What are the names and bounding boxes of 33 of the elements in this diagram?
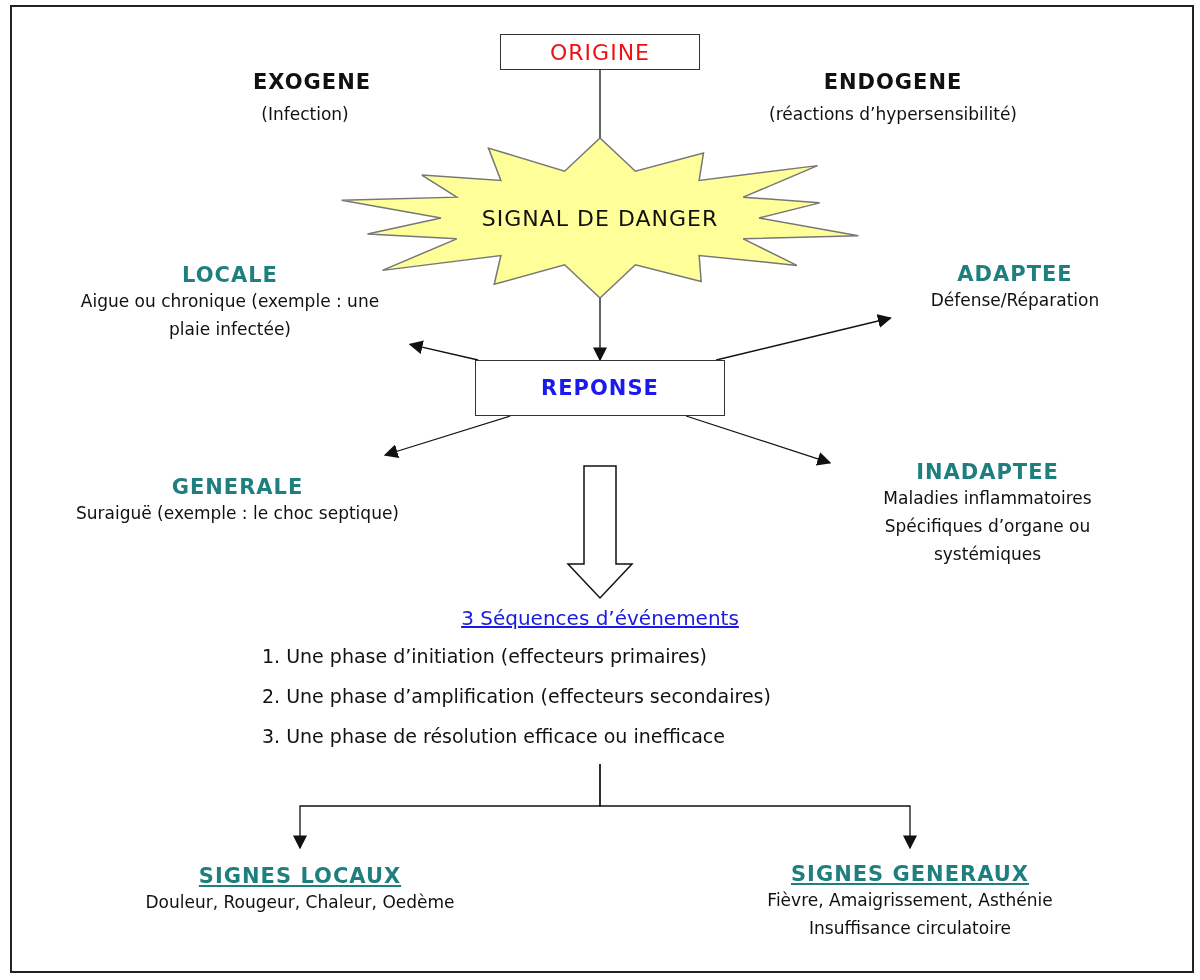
heading: LOCALE	[182, 263, 278, 287]
description: Aigue ou chronique (exemple : une plaie infectée)	[79, 290, 381, 341]
description: Suraiguë (exemple : le choc septique)	[76, 502, 399, 525]
arrow	[593, 297, 607, 362]
list-item: 1. Une phase d’initiation (effecteurs primaires)	[262, 644, 707, 669]
description: Défense/Réparation	[930, 289, 1100, 312]
arrow	[685, 415, 832, 466]
response-box	[475, 360, 725, 416]
list-item: 2. Une phase d’amplification (effecteurs secondaires)	[262, 684, 771, 709]
description: (Infection)	[261, 103, 349, 126]
heading: ENDOGENE	[823, 70, 963, 94]
heading: SIGNES LOCAUX	[198, 864, 402, 888]
heading: INADAPTEE	[916, 460, 1059, 484]
description: Fièvre, Amaigrissement, Asthénie Insuffisance circulatoire	[766, 889, 1054, 940]
connector-line	[599, 69, 601, 139]
heading: GENERALE	[171, 475, 304, 499]
node-text: SIGNAL DE DANGER	[481, 205, 719, 231]
node-text: ORIGINE	[550, 39, 650, 65]
section-heading: 3 Séquences d’événements	[461, 606, 739, 630]
description: Maladies inflammatoires Spécifiques d’organe ou systémiques	[882, 487, 1093, 566]
description: Douleur, Rougeur, Chaleur, Oedème	[145, 891, 455, 914]
heading: ADAPTEE	[957, 262, 1073, 286]
block-arrow	[566, 465, 634, 600]
arrow	[599, 763, 917, 850]
node-text: REPONSE	[541, 376, 659, 400]
arrow	[715, 314, 892, 361]
origin-box	[500, 34, 700, 70]
list-item: 3. Une phase de résolution efficace ou inefficace	[262, 724, 725, 749]
description: (réactions d’hypersensibilité)	[769, 103, 1017, 126]
arrow	[408, 340, 479, 361]
heading: EXOGENE	[252, 70, 372, 94]
heading: SIGNES GENERAUX	[790, 862, 1030, 886]
arrow	[383, 415, 511, 458]
